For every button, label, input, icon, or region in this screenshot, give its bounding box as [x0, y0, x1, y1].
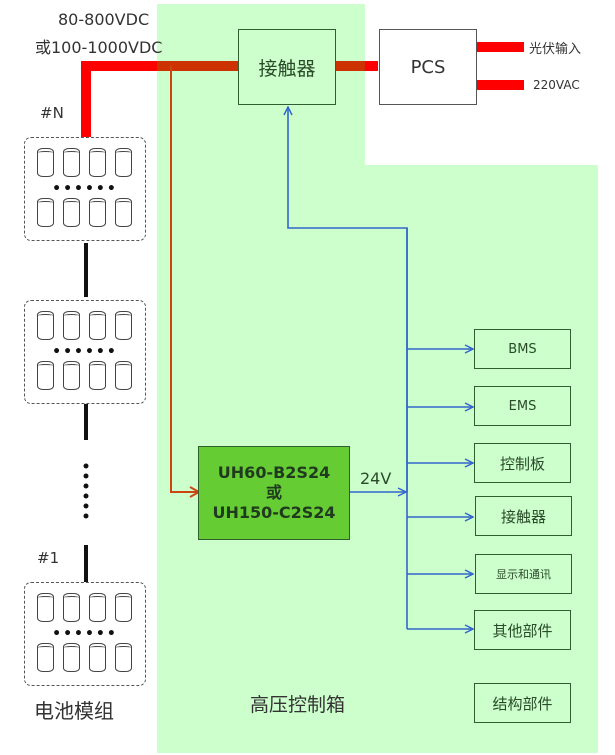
main-contactor-box: 接触器 — [238, 29, 336, 105]
load-contactor-label: 接触器 — [500, 507, 546, 526]
cell-ellipsis: •••••• — [52, 626, 118, 642]
cell-icon — [89, 148, 106, 177]
battery-module-bottom: •••••• — [24, 582, 146, 686]
module-n-label: #N — [40, 104, 64, 122]
cell-icon — [89, 198, 106, 227]
cell-icon — [37, 311, 54, 340]
pcs-output-pv: 光伏输入 — [529, 42, 582, 57]
battery-module-middle: •••••• — [24, 300, 146, 404]
cell-icon — [37, 148, 54, 177]
load-display-comm-label: 显示和通讯 — [496, 568, 551, 581]
load-ems-label: EMS — [508, 398, 537, 414]
voltage-range-line1: 80-800VDC — [58, 10, 150, 29]
battery-caption: 电池模组 — [34, 699, 114, 723]
cell-icon — [63, 593, 80, 622]
string-ellipsis-dots — [83, 463, 89, 519]
hv-tap-line — [170, 66, 199, 492]
cell-icon — [115, 593, 132, 622]
converter-model-1: UH60-B2S24 — [217, 463, 331, 482]
cell-icon — [63, 148, 80, 177]
module-1-label: #1 — [37, 549, 60, 567]
dcdc-converter-box: UH60-B2S24 或 UH150-C2S24 — [198, 446, 350, 540]
load-display-comm: 显示和通讯 — [475, 554, 572, 594]
cell-icon — [63, 311, 80, 340]
cell-icon — [37, 198, 54, 227]
cell-icon — [89, 361, 106, 390]
cell-icon — [63, 361, 80, 390]
dc24-contactor-line — [288, 107, 408, 492]
cell-icon — [37, 643, 54, 672]
output-voltage-label: 24V — [360, 469, 392, 488]
structure-parts-box: 结构部件 — [474, 683, 571, 723]
hv-box-region-top — [157, 4, 365, 166]
pcs-box: PCS — [379, 29, 477, 105]
structure-parts-label: 结构部件 — [492, 694, 553, 713]
cell-icon — [37, 361, 54, 390]
cell-icon — [89, 311, 106, 340]
cell-icon — [89, 643, 106, 672]
cell-ellipsis: •••••• — [52, 181, 118, 197]
load-bms-label: BMS — [508, 341, 537, 357]
cell-icon — [63, 198, 80, 227]
load-control-board: 控制板 — [474, 443, 571, 483]
converter-or: 或 — [265, 483, 282, 502]
main-contactor-label: 接触器 — [258, 57, 316, 80]
cell-icon — [89, 593, 106, 622]
load-other-parts: 其他部件 — [474, 610, 571, 650]
converter-model-2: UH150-C2S24 — [212, 503, 336, 522]
cell-icon — [63, 643, 80, 672]
pcs-label: PCS — [410, 56, 446, 78]
battery-module-top: •••••• — [24, 137, 146, 241]
load-other-parts-label: 其他部件 — [492, 621, 553, 640]
load-contactor: 接触器 — [475, 496, 572, 536]
hv-box-caption: 高压控制箱 — [250, 694, 346, 716]
cell-icon — [115, 148, 132, 177]
pcs-output-ac: 220VAC — [533, 78, 580, 92]
load-control-board-label: 控制板 — [499, 454, 545, 473]
load-ems: EMS — [474, 386, 571, 426]
cell-icon — [115, 643, 132, 672]
load-bms: BMS — [474, 329, 571, 369]
voltage-range-line2: 或100-1000VDC — [35, 38, 163, 57]
cell-ellipsis: •••••• — [52, 344, 118, 360]
cell-icon — [115, 361, 132, 390]
cell-icon — [115, 311, 132, 340]
cell-icon — [115, 198, 132, 227]
cell-icon — [37, 593, 54, 622]
hv-bus-outside — [81, 61, 157, 138]
